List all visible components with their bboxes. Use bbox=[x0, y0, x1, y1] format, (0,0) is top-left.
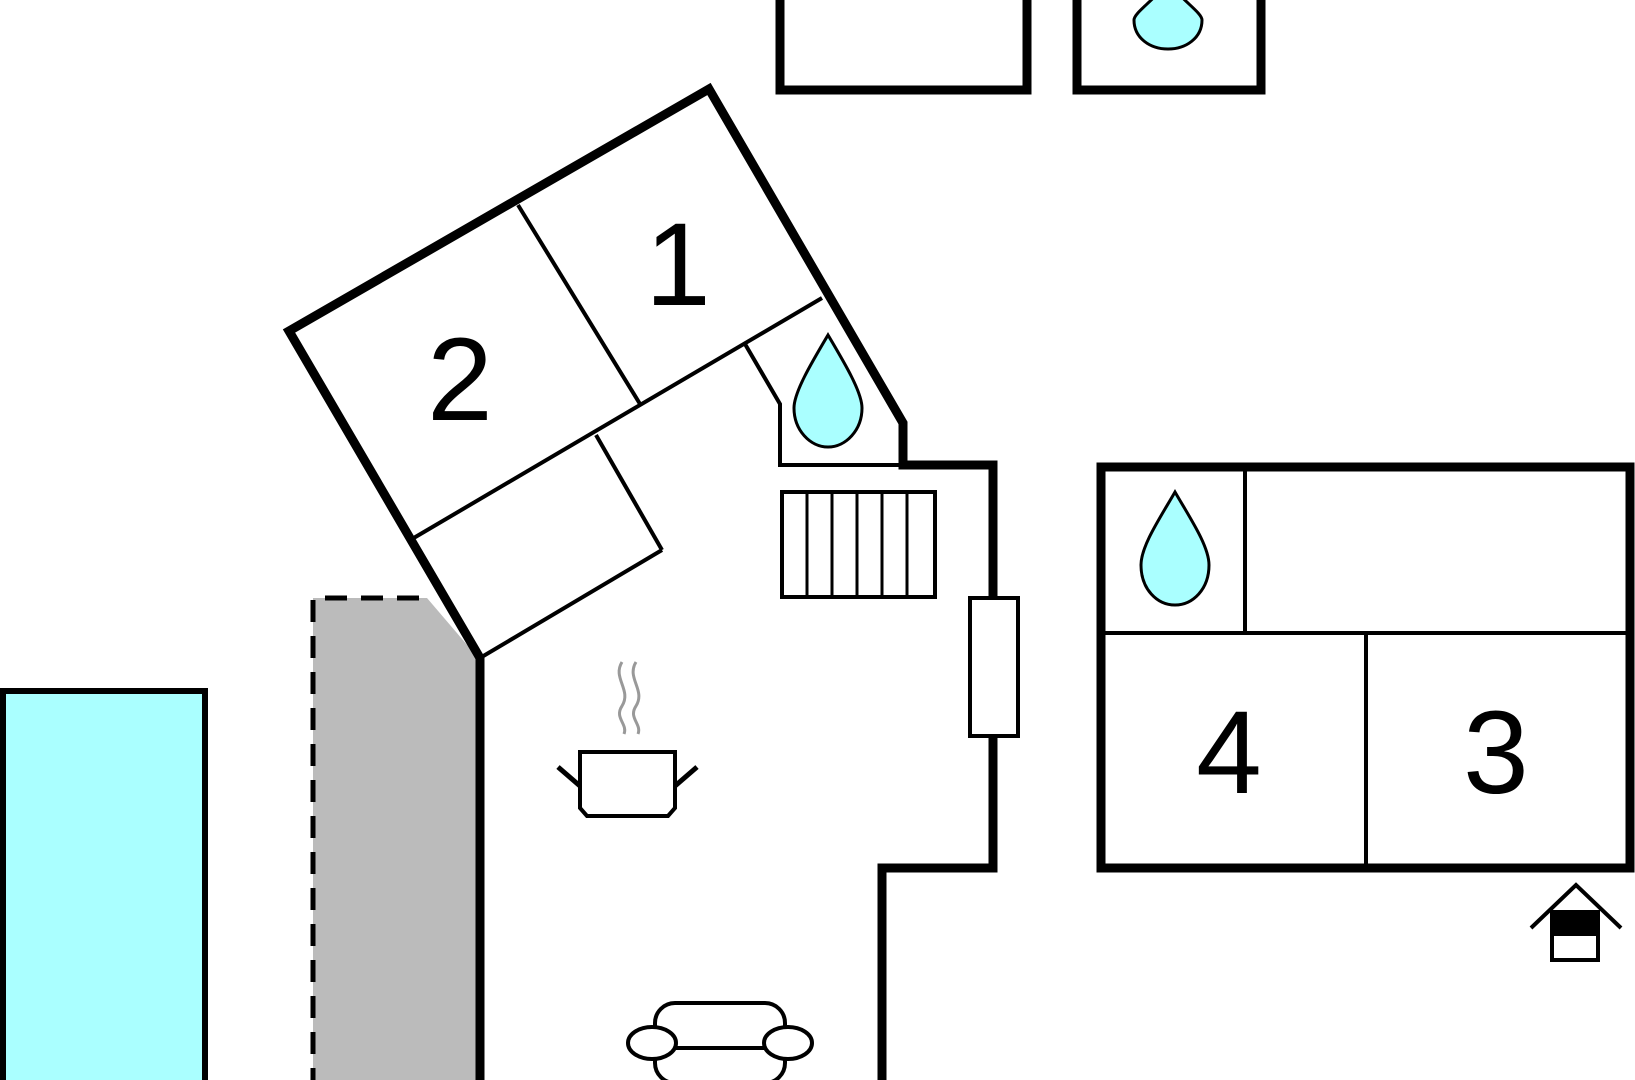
terrace bbox=[310, 595, 480, 1080]
main-house-walls-lower bbox=[877, 731, 998, 1080]
top-room-right bbox=[1072, 0, 1266, 95]
water-drop-icon bbox=[1132, 0, 1204, 51]
room-number-2: 2 bbox=[427, 314, 493, 446]
top-room-left bbox=[775, 0, 1032, 95]
stairs-icon bbox=[780, 490, 937, 599]
water-drop-icon bbox=[1139, 488, 1211, 607]
water-drop-icon bbox=[792, 332, 864, 449]
cooking-pot-icon bbox=[556, 661, 699, 818]
room-number-3: 3 bbox=[1463, 687, 1529, 819]
interior-walls bbox=[410, 203, 903, 660]
right-house-interior-walls bbox=[1101, 467, 1630, 868]
window bbox=[968, 596, 1020, 738]
room-number-4: 4 bbox=[1196, 687, 1262, 819]
house-entrance-icon bbox=[1529, 882, 1623, 962]
sofa-icon bbox=[626, 1001, 814, 1080]
room-number-1: 1 bbox=[645, 199, 711, 331]
swimming-pool bbox=[0, 688, 208, 1080]
